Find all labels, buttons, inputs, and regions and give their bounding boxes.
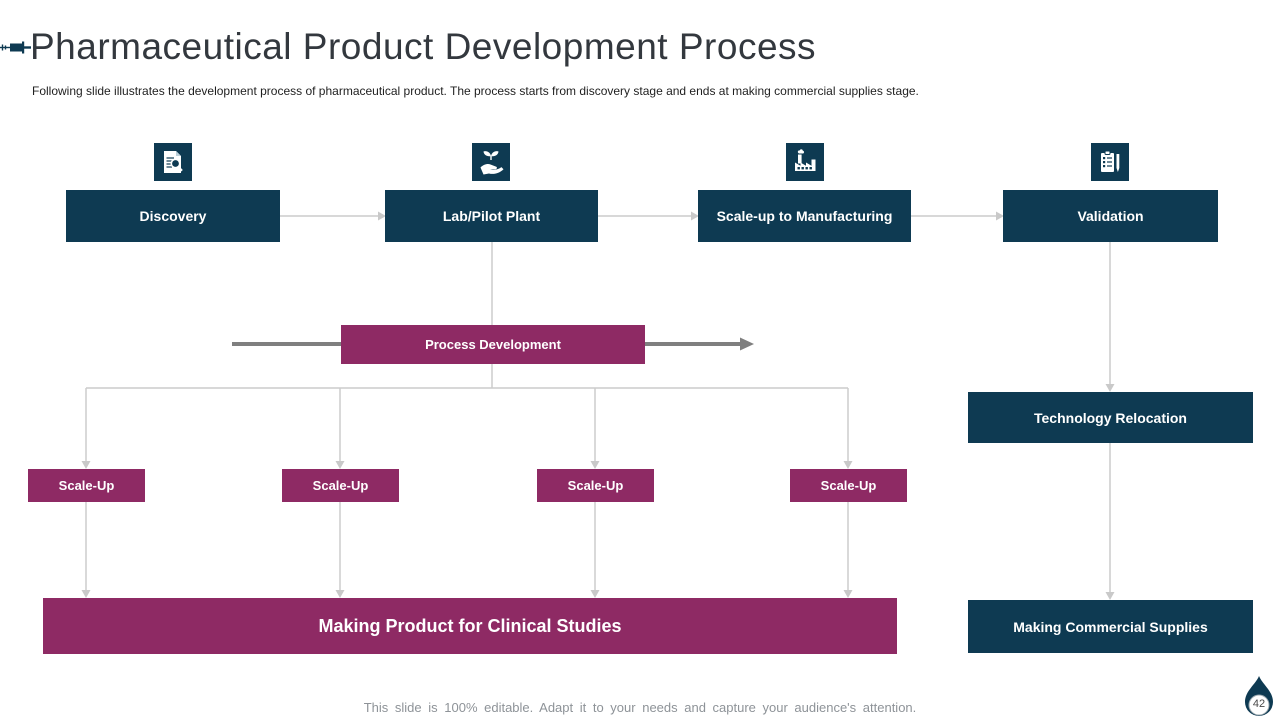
scale-up-box-2[interactable]: Scale-Up	[282, 469, 399, 502]
scale-up-label: Scale-Up	[58, 478, 115, 493]
commercial-supplies-label: Making Commercial Supplies	[1013, 618, 1208, 635]
stage-box-validation[interactable]: Validation	[1003, 190, 1218, 242]
stage-icon-tile-discovery	[154, 143, 192, 181]
stage-box-lab-pilot[interactable]: Lab/Pilot Plant	[385, 190, 598, 242]
scale-up-box-3[interactable]: Scale-Up	[537, 469, 654, 502]
technology-relocation-label: Technology Relocation	[1034, 409, 1187, 426]
page-title: Pharmaceutical Product Development Proce…	[30, 26, 817, 67]
clipboard-pencil-icon	[1101, 150, 1120, 172]
technology-relocation-box[interactable]: Technology Relocation	[968, 392, 1253, 443]
scale-up-label: Scale-Up	[820, 478, 877, 493]
making-product-clinical-studies-box[interactable]: Making Product for Clinical Studies	[43, 598, 897, 654]
scale-up-box-1[interactable]: Scale-Up	[28, 469, 145, 502]
stage-box-manufacturing[interactable]: Scale-up to Manufacturing	[698, 190, 911, 242]
stage-label: Scale-up to Manufacturing	[716, 208, 893, 224]
syringe-icon	[0, 41, 31, 54]
stage-label: Lab/Pilot Plant	[442, 208, 541, 224]
making-commercial-supplies-box[interactable]: Making Commercial Supplies	[968, 600, 1253, 653]
stage-icon-tile-validation	[1091, 143, 1129, 181]
stage-box-discovery[interactable]: Discovery	[66, 190, 280, 242]
stage-label: Discovery	[139, 208, 207, 224]
stage-icon-tile-lab-pilot	[472, 143, 510, 181]
scale-up-label: Scale-Up	[312, 478, 369, 493]
process-development-box[interactable]: Process Development	[341, 325, 645, 364]
page-subtitle: Following slide illustrates the developm…	[32, 84, 919, 98]
editable-note: This slide is 100% editable. Adapt it to…	[363, 700, 917, 715]
document-search-icon	[164, 151, 183, 173]
scale-up-box-4[interactable]: Scale-Up	[790, 469, 907, 502]
clinical-studies-label: Making Product for Clinical Studies	[318, 615, 622, 636]
factory-icon	[795, 149, 816, 171]
scale-up-label: Scale-Up	[567, 478, 624, 493]
process-development-label: Process Development	[425, 337, 561, 352]
page-number: 42	[1252, 698, 1266, 710]
stage-icon-tile-manufacturing	[786, 143, 824, 181]
hand-plant-icon	[480, 151, 504, 175]
page-number-drop-icon	[1245, 676, 1273, 716]
stage-label: Validation	[1077, 208, 1144, 224]
